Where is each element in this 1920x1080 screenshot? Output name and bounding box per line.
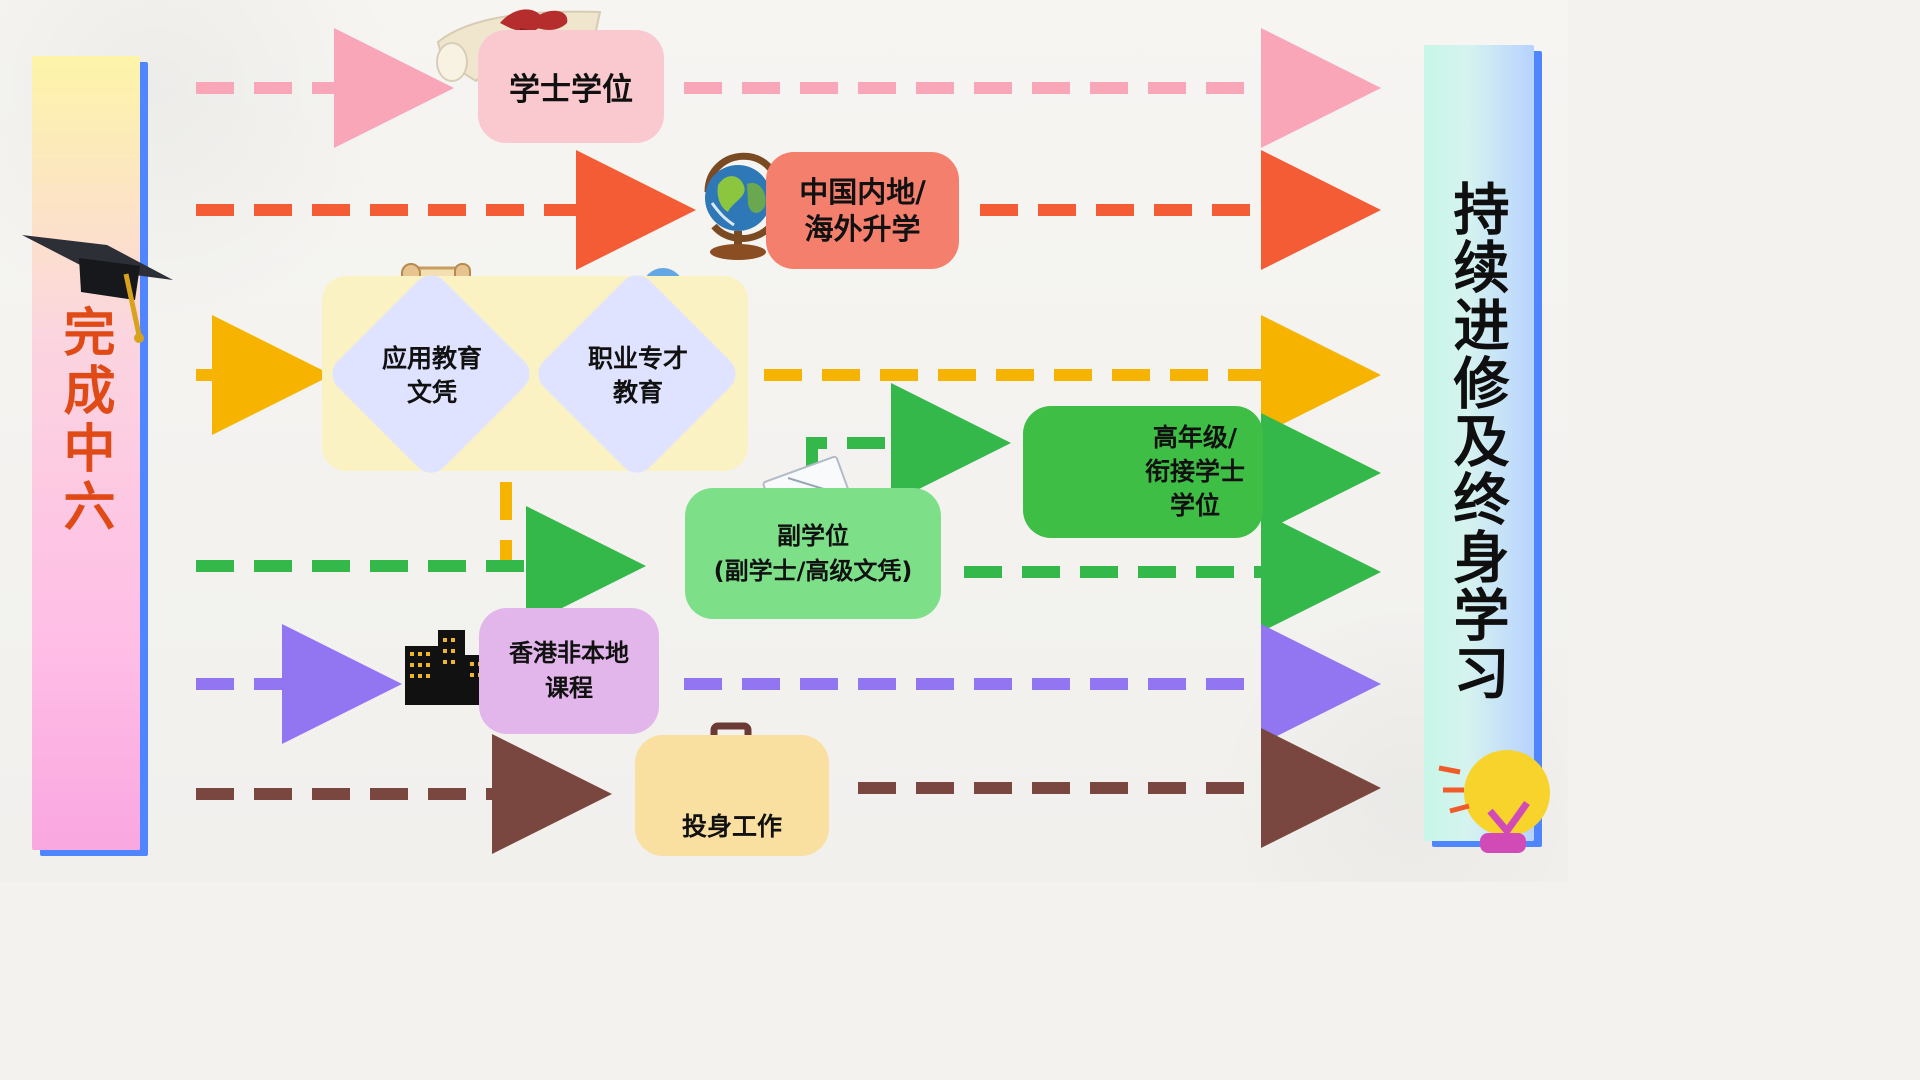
vocational-label: 职业专才 教育 xyxy=(587,344,688,407)
right-bar-label: 持续进修及终身学习 xyxy=(1444,180,1509,702)
city-icon xyxy=(405,630,488,705)
right-end-bar xyxy=(1424,45,1534,841)
higher-year-node: 高年级/ 衔接学士 学位 xyxy=(1023,406,1263,538)
lightbulb-icon xyxy=(1438,750,1550,853)
left-bar-label: 完成中六 xyxy=(54,305,114,537)
applied-diploma-label: 应用教育 文凭 xyxy=(381,344,482,407)
mainland-overseas-node: 中国内地/ 海外升学 xyxy=(766,152,959,269)
work-node: 投身工作 xyxy=(635,735,829,856)
arrow-associate-to-higher xyxy=(806,383,1011,503)
left-start-bar xyxy=(32,56,140,850)
education-pathway-diagram: 完成中六 持续进修及终身学习 xyxy=(0,0,1568,882)
bachelor-node: 学士学位 xyxy=(478,30,664,143)
non-local-course-node: 香港非本地 课程 xyxy=(479,608,659,734)
graduation-cap-icon xyxy=(22,235,173,343)
associate-degree-node: 副学位 (副学士/高级文凭) xyxy=(685,488,941,619)
